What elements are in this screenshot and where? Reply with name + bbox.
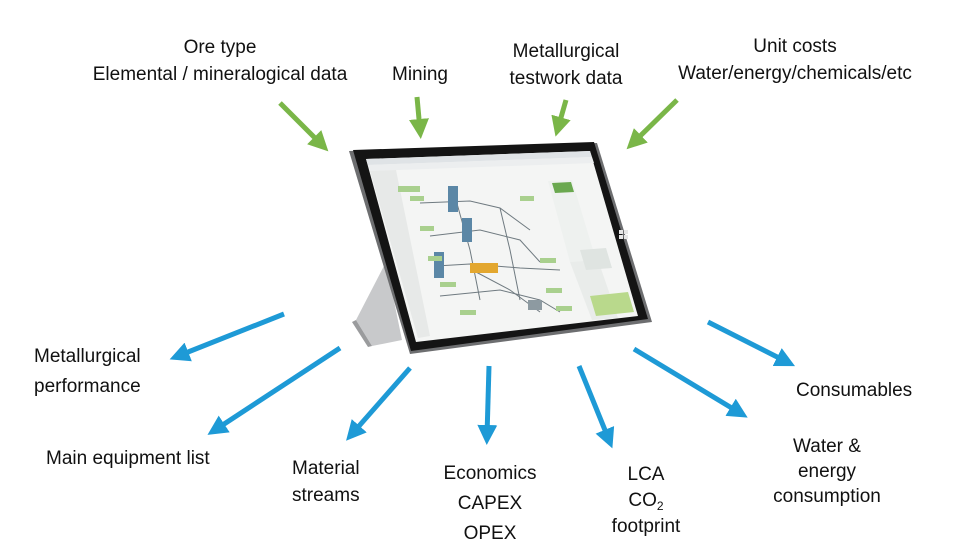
lca-title: LCA bbox=[627, 464, 665, 485]
output-arrow-material-streams bbox=[346, 366, 412, 441]
ore-type-title: Ore type bbox=[183, 37, 257, 58]
water-energy-line-1: Water & bbox=[793, 436, 861, 457]
testwork-line-2: testwork data bbox=[509, 68, 623, 89]
material-streams-line-2: streams bbox=[292, 485, 360, 506]
output-arrow-main-equipment bbox=[207, 345, 342, 435]
label-ore-type: Ore type Elemental / mineralogical data bbox=[70, 34, 370, 88]
met-perf-line-1: Metallurgical bbox=[34, 346, 141, 367]
label-consumables: Consumables bbox=[796, 377, 912, 404]
label-water-energy: Water & energy consumption bbox=[752, 434, 902, 509]
input-arrow-mining bbox=[409, 96, 429, 139]
met-perf-line-2: performance bbox=[34, 376, 141, 397]
co2-main: CO bbox=[628, 490, 657, 511]
mining-title: Mining bbox=[392, 64, 448, 85]
label-material-streams: Material streams bbox=[292, 455, 360, 509]
output-arrow-lca bbox=[576, 365, 615, 449]
unit-costs-detail: Water/energy/chemicals/etc bbox=[678, 63, 912, 84]
material-streams-line-1: Material bbox=[292, 458, 360, 479]
testwork-line-1: Metallurgical bbox=[512, 41, 620, 62]
label-main-equipment: Main equipment list bbox=[46, 445, 210, 472]
co2-subscript: 2 bbox=[656, 499, 664, 513]
water-energy-line-2: energy bbox=[797, 461, 857, 482]
economics-opex: OPEX bbox=[463, 523, 517, 544]
output-arrow-consumables bbox=[706, 319, 796, 367]
label-metallurgical-performance: Metallurgical performance bbox=[34, 343, 141, 400]
label-unit-costs: Unit costs Water/energy/chemicals/etc bbox=[650, 33, 940, 87]
label-economics: Economics CAPEX OPEX bbox=[430, 459, 550, 549]
label-testwork: Metallurgical testwork data bbox=[486, 38, 646, 92]
label-lca: LCA CO2 footprint bbox=[596, 462, 696, 540]
output-arrow-water-energy bbox=[632, 346, 748, 418]
input-arrow-unit-costs bbox=[626, 98, 679, 150]
main-equipment-title: Main equipment list bbox=[46, 448, 210, 469]
ore-type-detail: Elemental / mineralogical data bbox=[92, 64, 348, 85]
lca-co2: CO2 bbox=[596, 488, 696, 514]
unit-costs-title: Unit costs bbox=[753, 36, 837, 57]
economics-title: Economics bbox=[443, 463, 537, 484]
output-arrow-metallurgical-performance bbox=[169, 311, 285, 362]
water-energy-line-3: consumption bbox=[773, 486, 881, 507]
consumables-title: Consumables bbox=[796, 380, 913, 401]
input-arrow-testwork bbox=[551, 99, 571, 137]
lca-footprint: footprint bbox=[611, 516, 681, 537]
label-mining: Mining bbox=[370, 61, 470, 88]
economics-capex: CAPEX bbox=[457, 493, 523, 514]
input-arrow-ore-type bbox=[278, 101, 329, 152]
output-arrow-economics bbox=[477, 365, 498, 445]
